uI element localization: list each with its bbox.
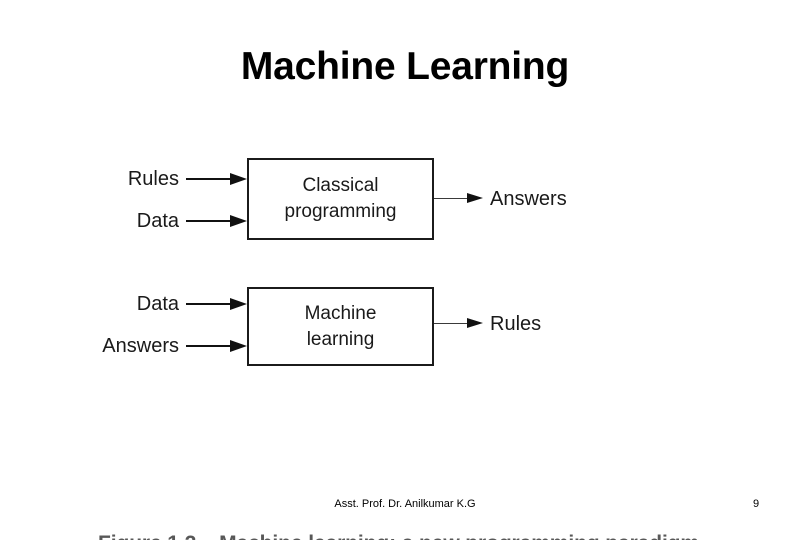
input-arrow-answers-icon	[186, 340, 247, 352]
arrow-head	[230, 173, 247, 185]
input-arrow-rules-icon	[186, 173, 247, 185]
arrow-head	[467, 318, 483, 328]
page-title: Machine Learning	[240, 45, 570, 88]
arrow-shaft	[434, 323, 470, 324]
arrow-head	[467, 193, 483, 203]
process-box-machine-learning: Machine learning	[247, 287, 434, 366]
diagram-machine-learning: Data Answers Machine learning Rules	[0, 285, 810, 395]
arrow-shaft	[186, 178, 233, 180]
input-label-answers: Answers	[102, 335, 179, 357]
process-box-label: Machine learning	[304, 302, 377, 350]
arrow-head	[230, 340, 247, 352]
arrow-shaft	[186, 303, 233, 305]
footer-author: Asst. Prof. Dr. Anilkumar K.G	[334, 498, 476, 510]
figure-caption: Figure 1.2 Machine learning: a new progr…	[98, 531, 699, 540]
diagram-classical-programming: Rules Data Classical programming Answers	[0, 155, 810, 265]
input-label-data: Data	[136, 210, 179, 232]
output-arrow-rules-icon	[434, 318, 490, 329]
output-label-answers: Answers	[490, 188, 567, 210]
input-label-rules: Rules	[127, 168, 179, 190]
arrow-head	[230, 298, 247, 310]
input-arrow-data-icon	[186, 298, 247, 310]
process-box-label: Classical programming	[284, 175, 397, 222]
output-label-rules: Rules	[490, 313, 542, 335]
output-arrow-answers-icon	[434, 193, 490, 204]
arrow-shaft	[434, 198, 470, 199]
arrow-shaft	[186, 220, 233, 222]
process-box-classical-programming: Classical programming	[247, 158, 434, 240]
arrow-shaft	[186, 345, 233, 347]
arrow-head	[230, 215, 247, 227]
footer-page-number: 9	[752, 498, 760, 510]
input-label-data: Data	[136, 293, 179, 315]
figure-machine-learning-paradigm: Rules Data Classical programming Answers…	[0, 140, 810, 540]
input-arrow-data-icon	[186, 215, 247, 227]
